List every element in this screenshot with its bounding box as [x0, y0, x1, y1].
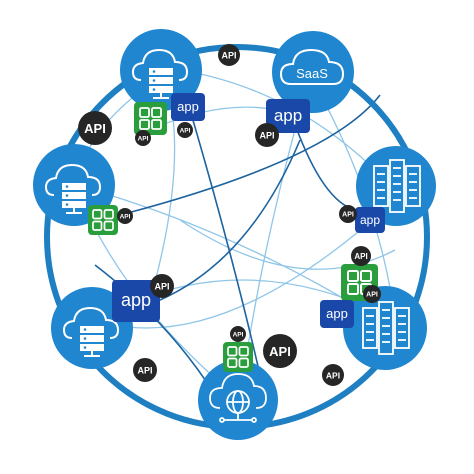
api-badge[interactable]: API: [135, 130, 151, 146]
app-badge[interactable]: app: [320, 300, 354, 328]
api-label: API: [154, 282, 169, 292]
api-badge[interactable]: API: [150, 274, 174, 298]
app-badge[interactable]: app: [266, 99, 310, 133]
app-grid-icon: [139, 107, 162, 130]
api-label: API: [259, 131, 274, 141]
api-badge[interactable]: API: [363, 285, 381, 303]
cloud-server-icon: [62, 306, 120, 357]
app-label: app: [177, 99, 199, 114]
api-label: API: [120, 214, 131, 221]
node-top-left[interactable]: [120, 29, 202, 111]
app-grid-badge[interactable]: [88, 205, 118, 235]
api-label: API: [221, 51, 236, 61]
api-badge[interactable]: API: [255, 123, 279, 147]
api-badge[interactable]: API: [117, 208, 133, 224]
app-grid-badge[interactable]: [223, 342, 253, 372]
saas-label: SaaS: [296, 66, 328, 81]
api-label: API: [138, 136, 149, 143]
api-label: API: [326, 371, 340, 381]
app-badge[interactable]: app: [355, 207, 385, 233]
cloud-server-icon: [44, 163, 102, 214]
app-grid-icon: [92, 209, 114, 231]
api-badge[interactable]: API: [78, 111, 112, 145]
connection-line: [179, 219, 396, 270]
app-grid-badge[interactable]: [134, 102, 167, 135]
api-label: API: [366, 292, 378, 299]
app-label: app: [274, 106, 302, 125]
api-badge[interactable]: API: [351, 246, 371, 266]
api-badge[interactable]: API: [230, 326, 246, 342]
connection-line: [159, 139, 301, 301]
api-badge[interactable]: API: [218, 44, 240, 66]
node-top-right-saas[interactable]: SaaS: [272, 31, 354, 113]
server-rack-icon: [373, 159, 421, 213]
cloud-server-icon: [131, 48, 189, 99]
cloud-globe-icon: [209, 373, 267, 423]
api-label: API: [269, 344, 291, 359]
node-bottom-right[interactable]: [343, 286, 427, 370]
api-label: API: [84, 121, 106, 136]
saas-cloud-icon: [279, 48, 345, 85]
app-label: app: [326, 306, 348, 321]
api-label: API: [137, 366, 152, 376]
server-rack-icon: [362, 301, 410, 355]
app-label: app: [121, 290, 151, 310]
connection-line: [119, 94, 381, 216]
api-label: API: [354, 252, 367, 261]
api-label: API: [233, 332, 244, 339]
api-label: API: [180, 128, 191, 135]
api-badge[interactable]: API: [133, 358, 157, 382]
api-label: API: [342, 212, 354, 219]
api-badge[interactable]: API: [322, 364, 344, 386]
api-badge[interactable]: API: [177, 122, 193, 138]
api-badge[interactable]: API: [263, 334, 297, 368]
app-badge[interactable]: app: [171, 93, 205, 121]
api-badge[interactable]: API: [339, 205, 357, 223]
app-label: app: [360, 213, 380, 227]
node-bottom[interactable]: [198, 360, 278, 440]
node-right[interactable]: [356, 146, 436, 226]
app-grid-icon: [227, 346, 249, 368]
app-badge[interactable]: app: [112, 280, 160, 322]
